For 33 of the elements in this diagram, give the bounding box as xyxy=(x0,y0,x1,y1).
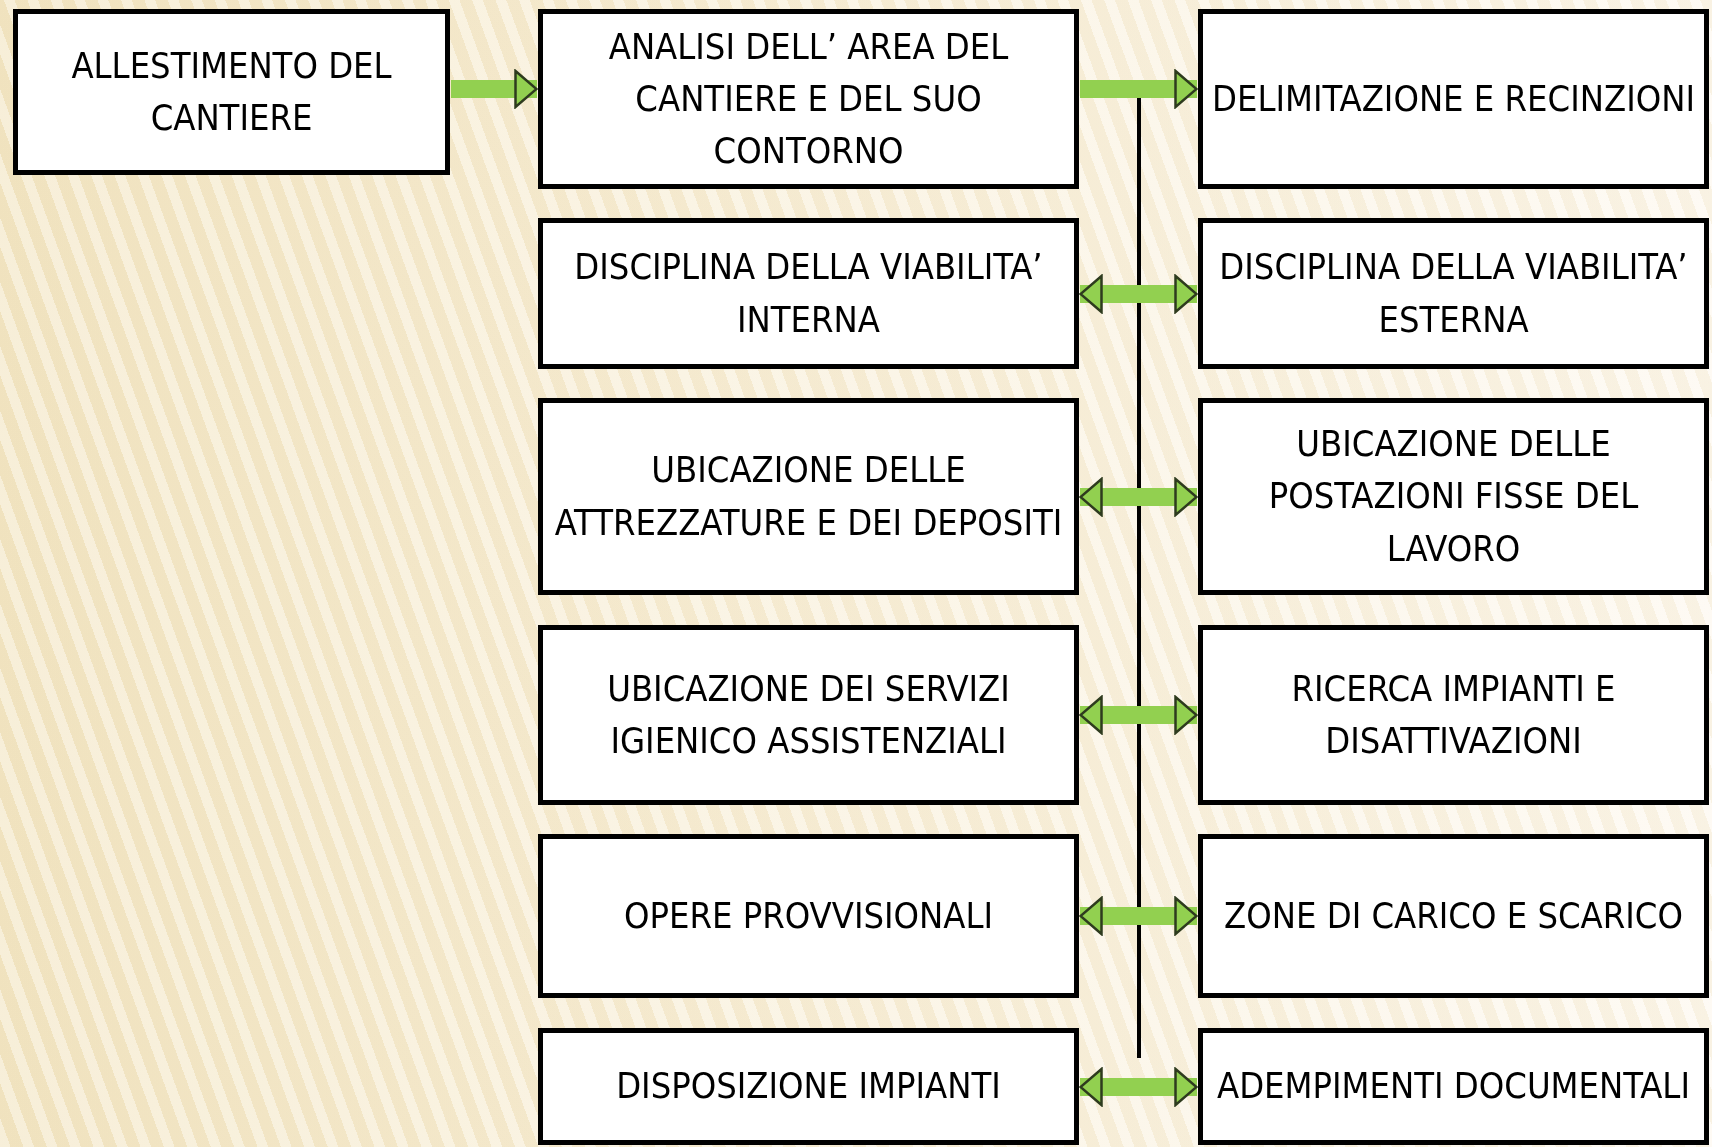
box-label: UBICAZIONE DELLE POSTAZIONI FISSE DEL LAVORO xyxy=(1267,422,1640,571)
process-box xyxy=(1198,218,1709,369)
box-label: ALLESTIMENTO DEL CANTIERE xyxy=(70,43,393,140)
box-label: DISPOSIZIONE IMPIANTI xyxy=(615,1064,1002,1109)
process-box xyxy=(538,9,1079,189)
process-box xyxy=(1198,9,1709,189)
double-block-arrow xyxy=(1079,896,1198,936)
box-label: OPERE PROVVISIONALI xyxy=(623,893,994,938)
process-box xyxy=(1198,398,1709,595)
box-label: DISCIPLINA DELLA VIABILITA’ ESTERNA xyxy=(1218,245,1689,342)
box-label: UBICAZIONE DELLE ATTREZZATURE E DEI DEPOSITI xyxy=(553,448,1064,545)
box-label: ANALISI DELL’ AREA DEL CANTIERE E DEL SUO CONTORNO xyxy=(607,24,1010,174)
box-label: ADEMPIMENTI DOCUMENTALI xyxy=(1216,1064,1691,1109)
process-box xyxy=(13,9,450,175)
box-label: RICERCA IMPIANTI E DISATTIVAZIONI xyxy=(1290,666,1617,763)
double-block-arrow xyxy=(1079,695,1198,735)
box-label: DELIMITAZIONE E RECINZIONI xyxy=(1211,76,1696,121)
box-label: UBICAZIONE DEI SERVIZI IGIENICO ASSISTENZIALI xyxy=(606,666,1011,763)
box-label: DISCIPLINA DELLA VIABILITA’ INTERNA xyxy=(573,245,1044,342)
block-arrow xyxy=(451,69,538,109)
box-label: ZONE DI CARICO E SCARICO xyxy=(1223,893,1684,938)
process-box xyxy=(538,625,1079,805)
block-arrow xyxy=(1080,69,1198,109)
process-box xyxy=(1198,1028,1709,1145)
process-box xyxy=(1198,625,1709,805)
double-block-arrow xyxy=(1079,1067,1198,1107)
double-block-arrow xyxy=(1079,477,1198,517)
process-box xyxy=(538,398,1079,595)
process-box xyxy=(538,834,1079,998)
double-block-arrow xyxy=(1079,274,1198,314)
process-box xyxy=(538,1028,1079,1145)
process-box xyxy=(1198,834,1709,998)
process-box xyxy=(538,218,1079,369)
